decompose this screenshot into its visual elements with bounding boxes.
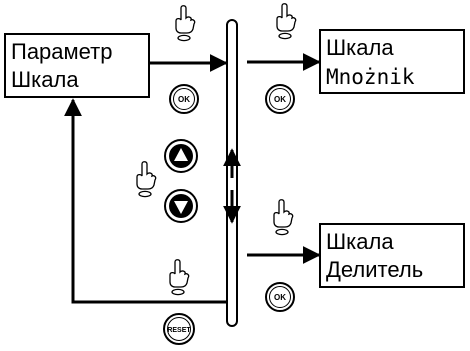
ok-button-bottom[interactable]: OK — [265, 282, 295, 312]
ok-label: OK — [178, 95, 190, 104]
skala-label: Шкала — [326, 35, 394, 60]
ok-button-top[interactable]: OK — [265, 84, 295, 114]
hand-press-icon — [169, 259, 190, 296]
mnoznik-label: Mnożnik — [326, 65, 415, 89]
return-arrow — [64, 98, 227, 304]
ok-button-left[interactable]: OK — [169, 84, 199, 114]
skala-label: Шкала — [11, 67, 79, 92]
ok-label: OK — [274, 293, 286, 302]
delitel-label: Делитель — [326, 257, 423, 282]
hand-press-icon — [175, 5, 196, 42]
reset-button[interactable]: RESET — [163, 313, 195, 345]
hand-press-icon — [273, 199, 294, 236]
reset-label: RESET — [167, 327, 191, 334]
down-arrow-button-icon[interactable] — [164, 189, 198, 223]
parametr-skala-box: Параметр Шкала — [4, 33, 150, 98]
ok-label: OK — [274, 95, 286, 104]
up-arrow-button-icon[interactable] — [164, 139, 198, 173]
skala-mnoznik-box: Шкала Mnożnik — [319, 29, 465, 94]
skala-label: Шкала — [326, 229, 394, 254]
hand-press-icon — [136, 161, 157, 198]
hand-press-icon — [276, 3, 297, 40]
parametr-label: Параметр — [11, 39, 112, 64]
skala-delitel-box: Шкала Делитель — [319, 223, 465, 288]
